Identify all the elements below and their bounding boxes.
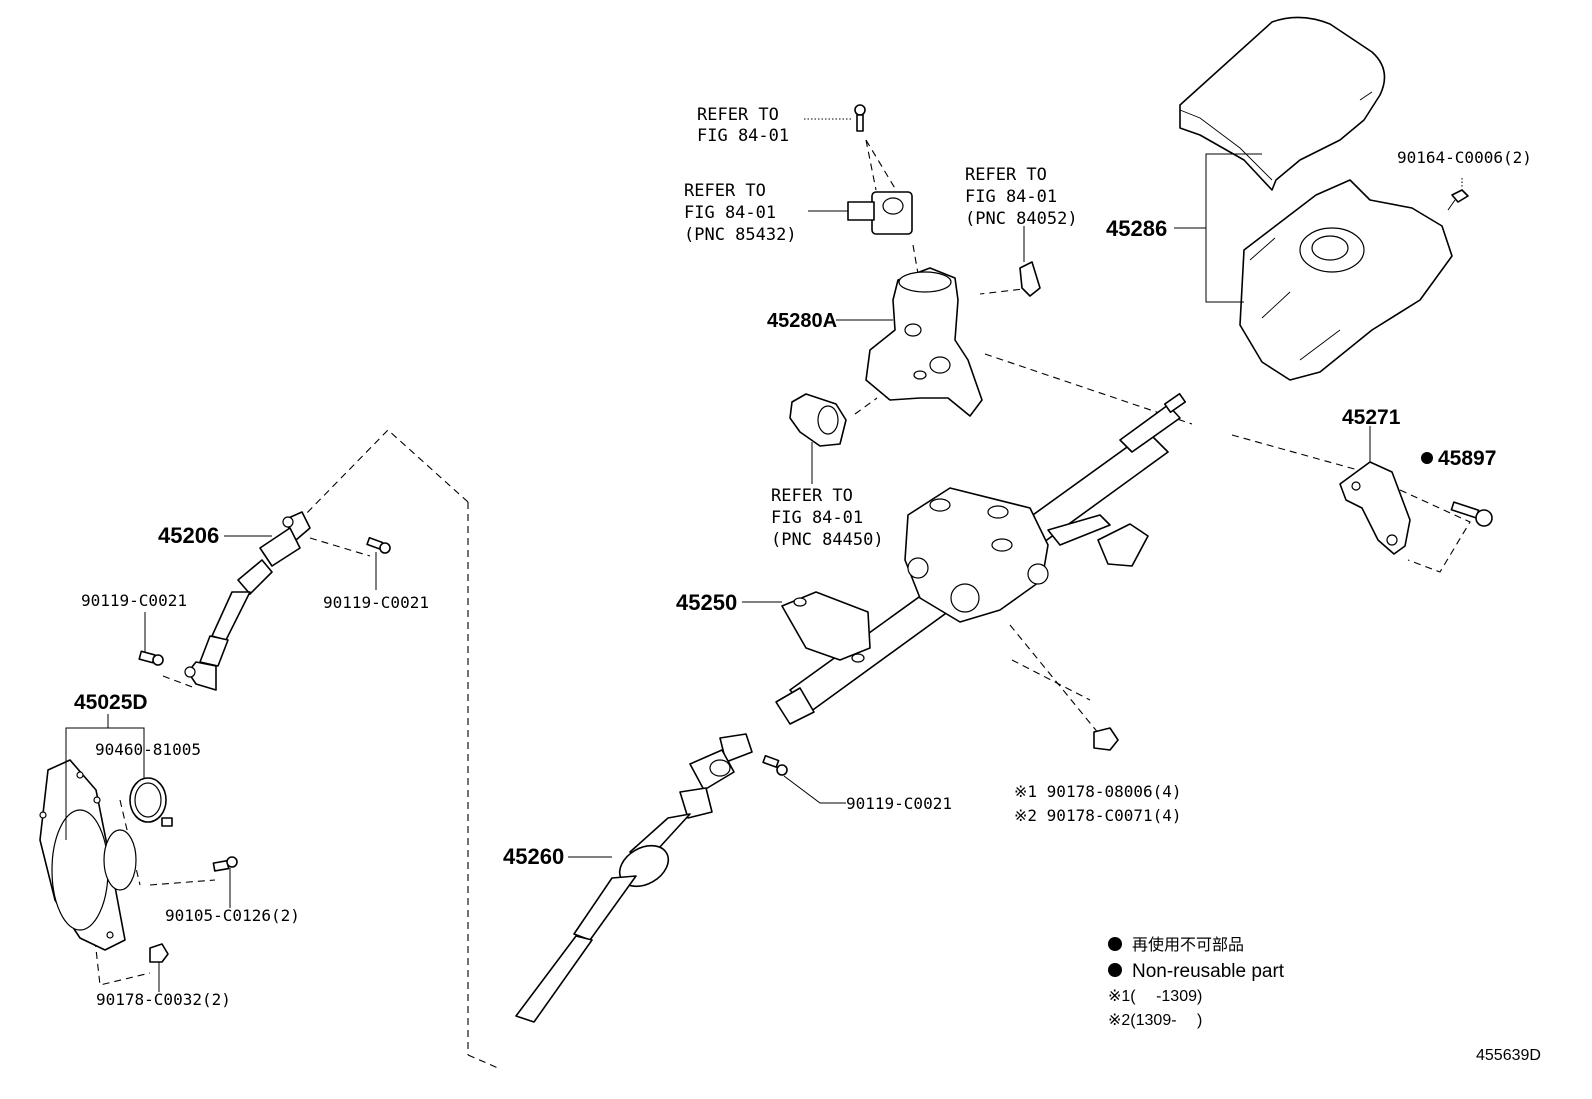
- refer-84450-line2: FIG 84-01: [771, 508, 863, 528]
- non-reusable-marker: [1421, 452, 1433, 464]
- bolt-45897: [1450, 501, 1493, 527]
- intermediate-shaft-45206: [184, 511, 311, 691]
- refer-85432-line3: (PNC 85432): [684, 225, 797, 245]
- refer-bolt-top-line2: FIG 84-01: [697, 126, 789, 146]
- bolt-90119-a: [366, 536, 391, 554]
- label-45025D: 45025D: [74, 691, 148, 714]
- boot-45025D: [39, 759, 137, 951]
- sensor-85432: [847, 191, 913, 235]
- legend-jp: 再使用不可部品: [1132, 936, 1244, 954]
- housing-45280A: [865, 267, 983, 417]
- label-90164: 90164-C0006(2): [1397, 148, 1532, 167]
- label-45206: 45206: [158, 523, 219, 548]
- label-90119-b: 90119-C0021: [323, 593, 429, 612]
- legend-note2: ※2(1309- ): [1108, 1012, 1202, 1029]
- column-cover-45286: [1179, 16, 1453, 381]
- clip-84052: [1019, 261, 1041, 297]
- diagram-id: 455639D: [1476, 1047, 1541, 1064]
- refer-84052-line1: REFER TO: [965, 165, 1047, 185]
- bolt-90119-c: [762, 754, 788, 776]
- label-45271: 45271: [1342, 406, 1401, 429]
- screw-90164: [1447, 178, 1469, 211]
- legend: 再使用不可部品 Non-reusable part ※1( -1309) ※2(…: [1108, 936, 1285, 1029]
- label-45286: 45286: [1106, 216, 1167, 241]
- label-90119-c: 90119-C0021: [846, 794, 952, 813]
- nut-90178-column: [1093, 727, 1119, 751]
- steering-column-45250: [775, 392, 1187, 725]
- refer-84052-line3: (PNC 84052): [965, 209, 1078, 229]
- refer-84450-line1: REFER TO: [771, 486, 853, 506]
- bolt-90105: [212, 856, 238, 872]
- label-45280A: 45280A: [767, 310, 837, 332]
- sensor-84450: [789, 393, 847, 447]
- legend-note1: ※1( -1309): [1108, 988, 1202, 1005]
- refer-85432-line2: FIG 84-01: [684, 203, 776, 223]
- bolt-top: [854, 104, 866, 132]
- refer-84052-line2: FIG 84-01: [965, 187, 1057, 207]
- label-90460: 90460-81005: [95, 740, 201, 759]
- legend-bullet-en: [1108, 963, 1122, 977]
- label-90178-note2: ※2 90178-C0071(4): [1014, 806, 1182, 825]
- refer-bolt-top-line1: REFER TO: [697, 105, 779, 125]
- clamp-90460: [129, 777, 173, 827]
- label-90178-note1: ※1 90178-08006(4): [1014, 782, 1182, 801]
- refer-85432-line1: REFER TO: [684, 181, 766, 201]
- label-90119-a: 90119-C0021: [81, 591, 187, 610]
- bolt-90119-b: [138, 650, 164, 666]
- refer-84450-line3: (PNC 84450): [771, 530, 884, 550]
- label-45897: 45897: [1438, 447, 1496, 470]
- legend-en: Non-reusable part: [1132, 961, 1285, 982]
- lower-shaft-45260: [515, 733, 753, 1023]
- nut-90178-c0032: [149, 943, 169, 963]
- label-45250: 45250: [676, 590, 737, 615]
- bracket-45271: [1339, 461, 1411, 555]
- label-90105: 90105-C0126(2): [165, 906, 300, 925]
- label-45260: 45260: [503, 844, 564, 869]
- label-90178-c0032: 90178-C0032(2): [96, 990, 231, 1009]
- legend-bullet-jp: [1108, 937, 1122, 951]
- labels: REFER TO FIG 84-01 REFER TO FIG 84-01 (P…: [74, 105, 1532, 1009]
